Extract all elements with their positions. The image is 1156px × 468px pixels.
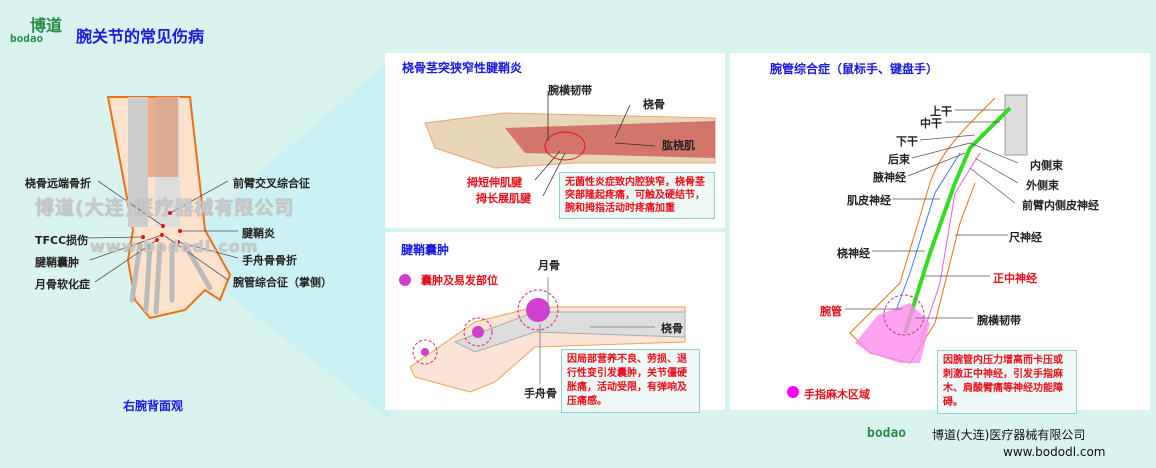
label-middle-trunk: 中干 — [920, 117, 942, 130]
footer-logo: bodao — [867, 426, 907, 441]
panel-carpal-tunnel: 腕管综合症（鼠标手、键盘手） 上干 中干 下干 后束 腋神经 肌皮神经 桡神经 … — [730, 53, 1150, 414]
wrist-dorsal-illustration — [85, 96, 239, 320]
footer-url[interactable]: www.bododl.com — [1003, 445, 1106, 459]
label-intersection-syndrome: 前臂交叉综合征 — [233, 177, 310, 190]
label-musculocutaneous-nerve: 肌皮神经 — [847, 194, 891, 207]
panel-ganglion: 腱鞘囊肿 囊肿及易发部位 月骨 桡骨 手舟骨 因局部营养不良、劳损、退行性变引发… — [385, 232, 725, 413]
label-transverse-carpal-ligament: 腕横韧带 — [548, 84, 592, 97]
label-lateral-cord: 外侧束 — [1026, 179, 1059, 192]
callout-ganglion: 因局部营养不良、劳损、退行性变引发囊肿，关节僵硬胀痛，活动受限，有弹响及压痛感。 — [561, 349, 700, 413]
label-medial-antebrachial-cutaneous-nerve: 前臂内侧皮神经 — [1022, 199, 1099, 212]
legend-cyst-sites: 囊肿及易发部位 — [421, 274, 498, 287]
forearm-tendon-illustration — [424, 91, 716, 197]
label-radius: 桡骨 — [643, 98, 665, 111]
footer-company: 博道(大连)医疗器械有限公司 — [932, 428, 1086, 442]
page-title: 腕关节的常见伤病 — [76, 27, 205, 46]
bodao-logo: 博道 bodao — [10, 12, 70, 46]
label-carpal-tunnel: 腕管 — [820, 305, 842, 318]
panel-title: 腱鞘囊肿 — [401, 243, 450, 257]
label-tfcc-injury: TFCC损伤 — [35, 234, 89, 247]
label-scaphoid-fracture: 手舟骨骨折 — [242, 254, 297, 267]
label-carpal-tunnel-palmar: 腕管综合征（掌侧） — [233, 276, 332, 289]
label-axillary-nerve: 腋神经 — [873, 171, 906, 184]
logo-text: bodao — [10, 32, 44, 45]
callout-tenosynovitis: 无菌性炎症致内腔狭窄，桡骨茎突部隆起疼痛，可触及硬结节，腕和拇指活动时疼痛加重 — [559, 172, 715, 219]
logo-char: 博道 — [30, 16, 63, 35]
label-scaphoid: 手舟骨 — [524, 387, 557, 400]
label-upper-trunk: 上干 — [930, 105, 952, 118]
label-medial-cord: 内侧束 — [1030, 159, 1063, 172]
label-kienbock: 月骨软化症 — [35, 278, 90, 291]
panel-title: 腕管综合症（鼠标手、键盘手） — [770, 62, 939, 76]
label-epb-tendon: 拇短伸肌腱 — [467, 176, 522, 189]
legend-numb-area: 手指麻木区域 — [804, 388, 870, 401]
label-median-nerve: 正中神经 — [993, 272, 1037, 285]
panel-title: 桡骨茎突狭窄性腱鞘炎 — [402, 61, 523, 75]
label-lunate: 月骨 — [538, 259, 560, 272]
label-transverse-carpal-ligament: 腕横韧带 — [977, 314, 1021, 327]
label-radius: 桡骨 — [661, 322, 683, 335]
label-radial-nerve: 桡神经 — [837, 247, 870, 260]
panel-tenosynovitis: 桡骨茎突狭窄性腱鞘炎 腕横韧带 桡骨 肱桡肌 拇短伸肌腱 拇长展肌腱 无菌性炎症… — [385, 53, 725, 228]
watermark-company: 博道(大连)医疗器械有限公司 — [35, 197, 295, 219]
label-lower-trunk: 下干 — [896, 135, 918, 148]
watermark-url: www.bododl.com — [90, 237, 259, 256]
label-ulnar-nerve: 尺神经 — [1009, 231, 1042, 244]
label-posterior-cord: 后束 — [888, 153, 910, 166]
hand-ganglion-illustration — [399, 274, 686, 393]
caption-dorsal-view: 右腕背面观 — [123, 399, 184, 413]
label-apl-tendon: 拇长展肌腱 — [476, 192, 531, 205]
label-brachioradialis: 肱桡肌 — [662, 139, 695, 152]
callout-carpal-tunnel: 因腕管内压力增高而卡压或刺激正中神经，引发手指麻木、肩酸臂痛等神经功能障碍。 — [937, 350, 1077, 414]
label-ganglion-cyst: 腱鞘囊肿 — [35, 256, 79, 269]
label-tenosynovitis: 腱鞘炎 — [242, 227, 275, 240]
label-distal-radius-fracture: 桡骨远端骨折 — [25, 177, 91, 190]
arm-nerve-illustration — [787, 94, 1028, 398]
